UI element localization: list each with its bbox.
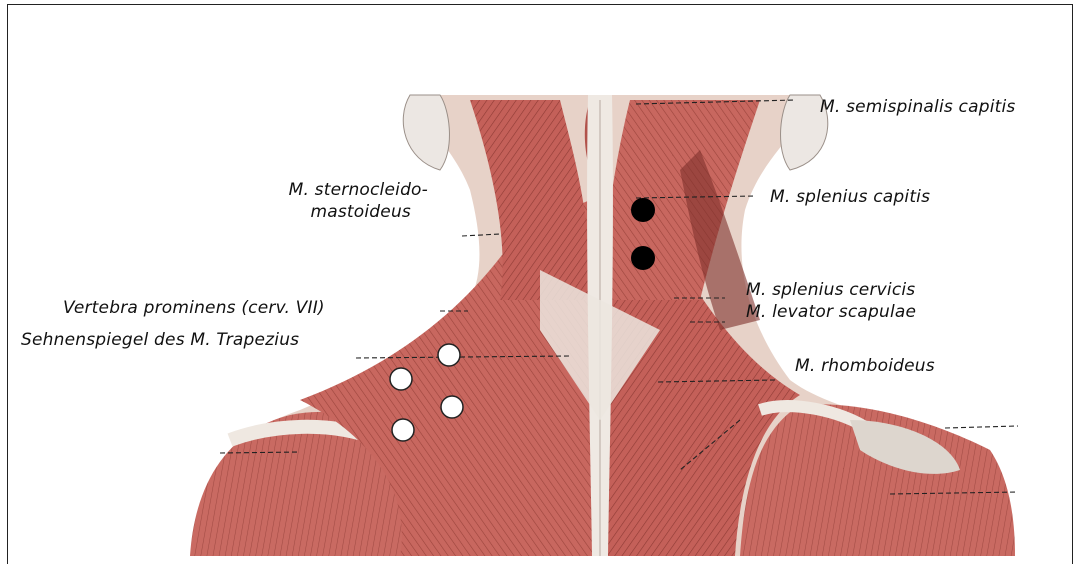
label-scm-line2: mastoideus (228, 202, 411, 222)
label-scm-line1: M. sternocleido- (228, 180, 428, 200)
marker-open (390, 368, 412, 390)
marker-filled (631, 246, 655, 270)
marker-open (392, 419, 414, 441)
marker-filled (631, 198, 655, 222)
label-rhomboideus: M. rhomboideus (795, 356, 935, 376)
label-levator-scapulae: M. levator scapulae (746, 302, 916, 322)
marker-open (441, 396, 463, 418)
marker-open (438, 344, 460, 366)
label-vertebra-prominens: Vertebra prominens (cerv. VII) (63, 298, 325, 318)
label-splenius-cervicis: M. splenius cervicis (746, 280, 915, 300)
label-semispinalis-capitis: M. semispinalis capitis (820, 97, 1015, 117)
label-sehnenspiegel: Sehnenspiegel des M. Trapezius (21, 330, 299, 350)
label-splenius-capitis: M. splenius capitis (770, 187, 930, 207)
